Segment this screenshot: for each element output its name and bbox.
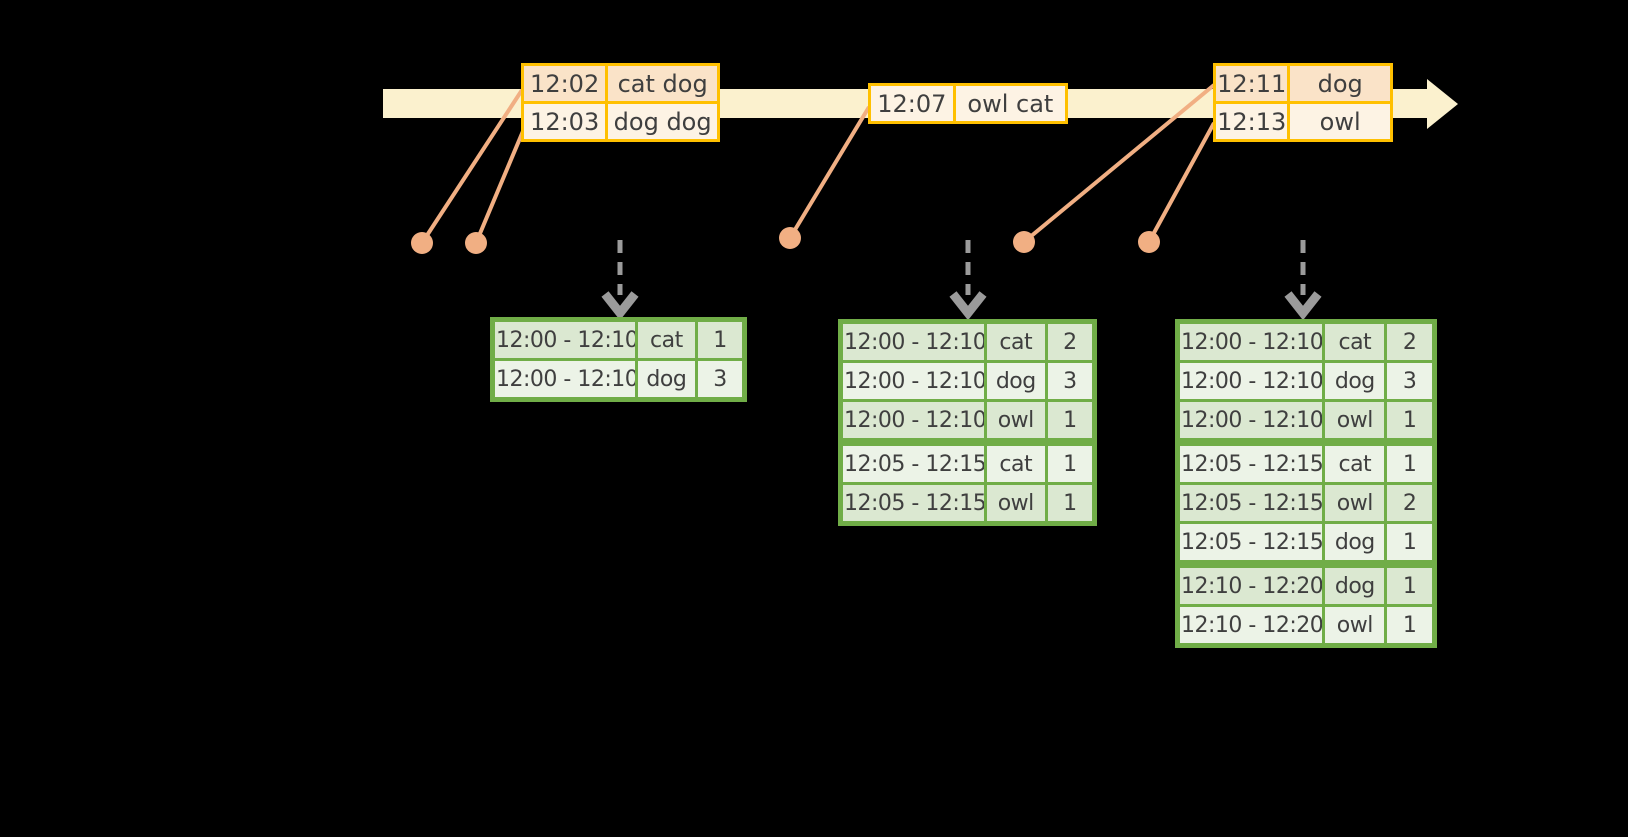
- result-window-cell: 12:05 - 12:15: [1175, 438, 1326, 485]
- event-connector-line: [474, 123, 528, 244]
- result-window-cell: 12:10 - 12:20: [1175, 604, 1326, 647]
- result-count-cell: 1: [1384, 604, 1436, 647]
- result-count-cell: 2: [1384, 482, 1436, 524]
- result-count-cell: 1: [1044, 482, 1097, 525]
- trigger-arrow-icon: [949, 240, 987, 321]
- event-time-cell: 12:11: [1212, 63, 1291, 104]
- timeline-arrowhead-icon: [1427, 79, 1458, 129]
- result-window-cell: 12:00 - 12:10: [839, 399, 987, 444]
- result-window-cell: 12:00 - 12:10: [491, 358, 638, 401]
- result-word-cell: owl: [983, 399, 1048, 444]
- result-window-cell: 12:00 - 12:10: [1175, 320, 1326, 363]
- result-window-cell: 12:00 - 12:10: [839, 360, 987, 402]
- result-window-cell: 12:05 - 12:15: [839, 482, 987, 525]
- result-count-cell: 3: [1044, 360, 1097, 402]
- event-time-cell: 12:07: [868, 83, 956, 124]
- result-word-cell: cat: [1322, 438, 1388, 485]
- event-connector-line: [788, 105, 871, 240]
- result-count-cell: 1: [1044, 399, 1097, 444]
- result-word-cell: dog: [983, 360, 1048, 402]
- event-dot: [779, 227, 801, 249]
- result-count-cell: 1: [695, 318, 746, 361]
- event-dot: [1013, 231, 1035, 253]
- result-window-cell: 12:05 - 12:15: [1175, 482, 1326, 524]
- event-words-cell: dog: [1287, 63, 1393, 104]
- result-word-cell: dog: [1322, 360, 1388, 402]
- result-word-cell: owl: [983, 482, 1048, 525]
- result-window-cell: 12:00 - 12:10: [491, 318, 638, 361]
- result-window-cell: 12:00 - 12:10: [839, 320, 987, 363]
- result-word-cell: cat: [983, 320, 1048, 363]
- event-words-cell: owl cat: [952, 83, 1069, 124]
- result-word-cell: owl: [1322, 399, 1388, 444]
- result-word-cell: dog: [1322, 560, 1388, 607]
- result-window-cell: 12:10 - 12:20: [1175, 560, 1326, 607]
- result-word-cell: dog: [1322, 521, 1388, 566]
- result-count-cell: 1: [1384, 399, 1436, 444]
- result-word-cell: owl: [1322, 604, 1388, 647]
- event-words-cell: owl: [1287, 101, 1393, 142]
- result-word-cell: cat: [1322, 320, 1388, 363]
- result-count-cell: 3: [1384, 360, 1436, 402]
- event-dot: [411, 232, 433, 254]
- result-count-cell: 2: [1044, 320, 1097, 363]
- result-word-cell: owl: [1322, 482, 1388, 524]
- result-window-cell: 12:00 - 12:10: [1175, 360, 1326, 402]
- result-count-cell: 1: [1384, 521, 1436, 566]
- event-dot: [465, 232, 487, 254]
- event-words-cell: dog dog: [605, 101, 720, 142]
- result-window-cell: 12:05 - 12:15: [839, 438, 987, 485]
- result-count-cell: 1: [1044, 438, 1097, 485]
- result-window-cell: 12:05 - 12:15: [1175, 521, 1326, 566]
- result-count-cell: 3: [695, 358, 746, 401]
- event-time-cell: 12:02: [520, 63, 609, 104]
- result-word-cell: dog: [634, 358, 699, 401]
- event-time-cell: 12:13: [1212, 101, 1291, 142]
- result-window-cell: 12:00 - 12:10: [1175, 399, 1326, 444]
- event-words-cell: cat dog: [605, 63, 720, 104]
- event-connector-line: [1147, 122, 1216, 243]
- event-time-cell: 12:03: [520, 101, 609, 142]
- result-count-cell: 1: [1384, 560, 1436, 607]
- event-dot: [1138, 231, 1160, 253]
- result-count-cell: 1: [1384, 438, 1436, 485]
- result-count-cell: 2: [1384, 320, 1436, 363]
- result-word-cell: cat: [634, 318, 699, 361]
- trigger-arrow-icon: [1284, 240, 1322, 321]
- result-word-cell: cat: [983, 438, 1048, 485]
- trigger-arrow-icon: [601, 240, 639, 321]
